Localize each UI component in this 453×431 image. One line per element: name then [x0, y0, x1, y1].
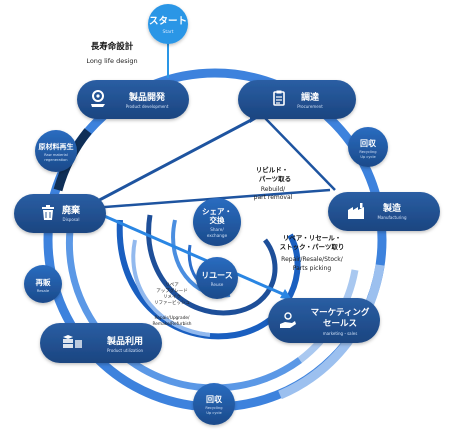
resale-sublabel: Resale — [37, 288, 50, 293]
stage-marketing-sales — [268, 298, 380, 343]
trash-icon — [42, 205, 54, 220]
repair-jp-4: リファービッシュ — [154, 299, 190, 306]
rebuild-jp-2: パーツ取る — [259, 174, 291, 183]
stage-manufacturing-sublabel: Manufacturing — [378, 215, 407, 220]
repair-resale-jp-2: ストック・パーツ取り — [280, 242, 345, 251]
stage-product-development-label: 製品開発 — [128, 91, 166, 103]
rebuild-jp-1: リビルド・ — [256, 165, 289, 174]
stage-product-development-sublabel: Product development — [126, 104, 169, 109]
node-resale — [24, 265, 62, 303]
resale-label: 再販 — [36, 277, 51, 287]
repair-resale-en-1: Repair/Resale/Stock/ — [281, 256, 344, 263]
gear-hand-icon — [91, 90, 105, 107]
start-label: スタート — [149, 15, 187, 27]
recycling-bottom-label: 回収 — [206, 394, 223, 404]
recycling-top-sub2: Up cycle — [360, 155, 376, 159]
stage-procurement-label: 調達 — [301, 91, 319, 103]
stage-disposal — [14, 194, 106, 233]
start-node — [148, 4, 188, 44]
repair-en-2: Remake/Refurbish — [152, 321, 191, 327]
stage-procurement-sublabel: Procurement — [297, 104, 323, 109]
share-label-2: 交換 — [210, 215, 225, 225]
stage-product-utilization-sublabel: Product utilization — [107, 348, 144, 353]
repair-resale-jp-1: リペア・リセール・ — [283, 234, 342, 242]
node-reuse — [196, 257, 238, 299]
node-recycling-top — [348, 127, 388, 167]
factory-icon — [348, 203, 364, 219]
hand-coins-icon — [280, 312, 296, 328]
stage-manufacturing — [328, 192, 440, 231]
reuse-label: リユース — [201, 271, 233, 280]
stage-manufacturing-label: 製造 — [382, 202, 402, 214]
share-sub-1: Share/ — [210, 227, 224, 232]
share-sub-2: exchange — [207, 233, 228, 238]
repair-jp-1: リペア — [165, 282, 179, 288]
raw-regen-sub1: Raw material — [44, 153, 68, 157]
stage-product-utilization-label: 製品利用 — [106, 335, 143, 347]
recycling-top-sub1: Recycling — [359, 150, 376, 154]
repair-jp-2: アップグレード — [156, 287, 188, 294]
start-sublabel: Start — [163, 29, 174, 35]
rebuild-en-1: Rebuild/ — [261, 186, 286, 193]
recycling-bottom-sub2: Up cycle — [206, 411, 222, 415]
recycling-top-label: 回収 — [360, 138, 377, 148]
stage-procurement — [238, 80, 356, 119]
node-recycling-bottom — [193, 383, 235, 425]
long-life-subtitle: Long life design — [86, 57, 137, 65]
clipboard-icon — [273, 90, 285, 106]
stage-product-development — [77, 80, 189, 119]
stage-disposal-sublabel: Disposal — [63, 217, 80, 222]
stage-marketing-sublabel: marketing・sales — [323, 331, 358, 336]
cubes-icon — [63, 335, 82, 348]
raw-regen-sub2: regeneration — [44, 158, 67, 162]
stage-product-utilization — [40, 323, 162, 363]
recycling-bottom-sub1: Recycling — [205, 406, 222, 410]
long-life-title: 長寿命設計 — [91, 41, 134, 52]
node-raw-material-regeneration — [35, 130, 77, 172]
node-share-exchange — [193, 198, 241, 246]
rebuild-en-2: part removal — [254, 194, 293, 201]
raw-regen-label: 原材料再生 — [39, 142, 74, 151]
repair-jp-3: リメイク — [163, 294, 181, 300]
stage-disposal-label: 廃棄 — [62, 204, 81, 216]
reuse-sublabel: Reuse — [211, 282, 224, 287]
share-label-1: シェア・ — [202, 207, 232, 216]
stage-sales-label: セールス — [323, 319, 357, 329]
repair-resale-en-2: Parts picking — [293, 265, 332, 272]
repair-en-1: Repair/Upgrade/ — [154, 315, 190, 321]
stage-marketing-label: マーケティング — [311, 307, 370, 318]
